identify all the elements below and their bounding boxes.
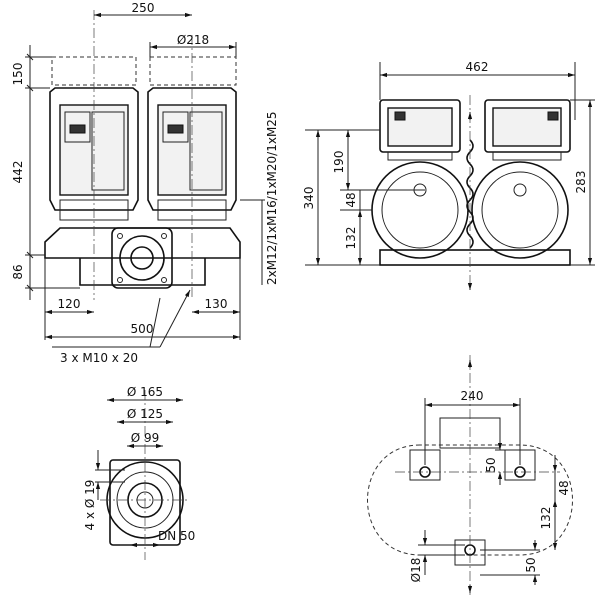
side-motor-left bbox=[379, 99, 461, 161]
dim-86: 86 bbox=[11, 264, 25, 279]
dim-footprint-132: 132 bbox=[539, 507, 553, 530]
dim-footprint-50-lower: 50 bbox=[524, 557, 538, 572]
dim-48: 48 bbox=[344, 192, 358, 207]
dim-132: 132 bbox=[344, 227, 358, 250]
dim-283: 283 bbox=[574, 171, 588, 194]
dim-500: 500 bbox=[131, 322, 154, 336]
dim-footprint-48: 48 bbox=[557, 480, 571, 495]
dim-footprint-hole: Ø18 bbox=[409, 558, 423, 583]
dim-462: 462 bbox=[466, 60, 489, 74]
dim-footprint-240: 240 bbox=[461, 389, 484, 403]
dim-250: 250 bbox=[132, 1, 155, 15]
mounting-screws-label: 3 x M10 x 20 bbox=[60, 351, 138, 365]
dim-flange-holes: 4 x Ø 19 bbox=[83, 480, 97, 531]
side-motor-right bbox=[484, 99, 571, 161]
flange-view: Ø 165 Ø 125 Ø 99 4 x Ø 19 DN 50 bbox=[83, 385, 195, 560]
footprint-view: 240 50 48 132 50 Ø18 bbox=[367, 355, 573, 595]
dim-flange-99: Ø 99 bbox=[131, 431, 160, 445]
front-view: 250 Ø218 150 442 86 120 130 500 2xM12/1x… bbox=[11, 1, 279, 365]
nominal-size-label: DN 50 bbox=[158, 529, 195, 543]
dim-340: 340 bbox=[302, 187, 316, 210]
dim-190: 190 bbox=[332, 151, 346, 174]
motor-clearance-right bbox=[149, 56, 237, 86]
dim-130: 130 bbox=[205, 297, 228, 311]
dim-150: 150 bbox=[11, 63, 25, 86]
dim-flange-165: Ø 165 bbox=[127, 385, 163, 399]
cable-glands-label: 2xM12/1xM16/1xM20/1xM25 bbox=[265, 111, 279, 285]
dim-diameter-218: Ø218 bbox=[177, 33, 209, 47]
dim-flange-125: Ø 125 bbox=[127, 407, 163, 421]
dim-120: 120 bbox=[58, 297, 81, 311]
side-view: 462 283 340 190 48 132 bbox=[302, 60, 595, 290]
dim-442: 442 bbox=[11, 161, 25, 184]
dim-footprint-50-upper: 50 bbox=[484, 457, 498, 472]
